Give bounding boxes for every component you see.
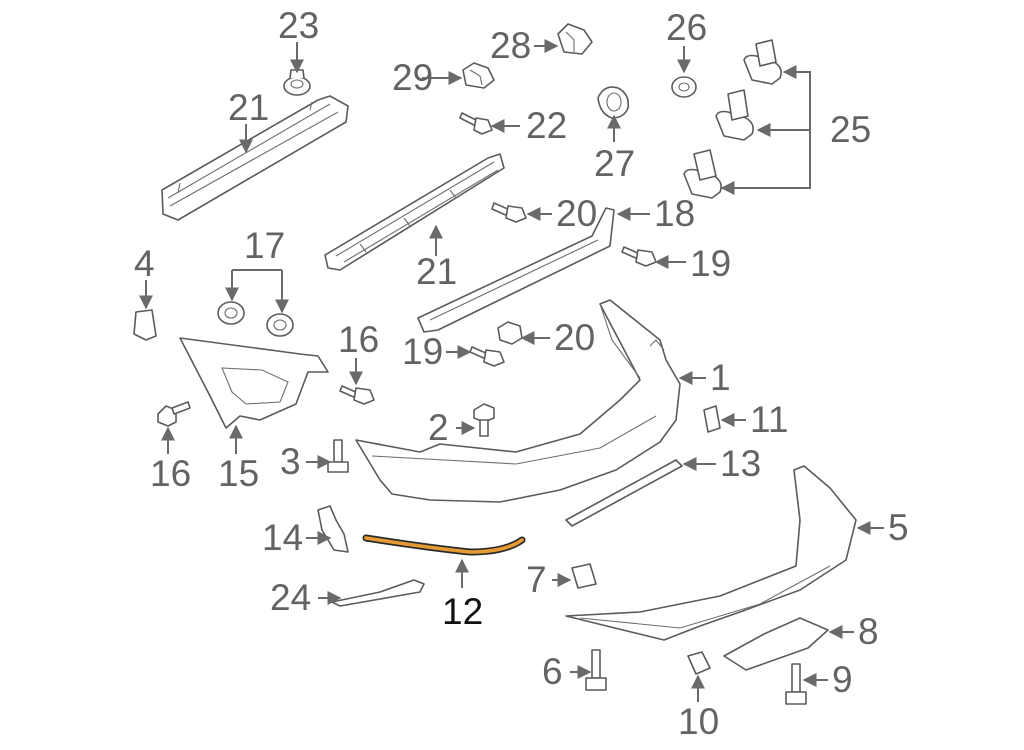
callout-9: 9 — [832, 659, 853, 700]
callout-15: 15 — [218, 453, 259, 494]
part-11-cap[interactable] — [703, 405, 721, 433]
callout-6: 6 — [542, 651, 563, 692]
part-4-clip[interactable] — [133, 309, 157, 341]
callout-16-right: 16 — [338, 319, 379, 360]
part-12-trim-strip-highlighted[interactable] — [362, 534, 526, 556]
part-1-bumper-cover[interactable] — [355, 299, 681, 503]
part-8-skid-plate[interactable] — [723, 617, 829, 671]
part-18-retainer[interactable] — [417, 207, 615, 333]
part-14-bracket[interactable] — [317, 505, 349, 553]
callout-12: 12 — [442, 591, 483, 632]
part-15-side-bracket[interactable] — [179, 337, 329, 429]
callout-28: 26 — [666, 7, 707, 48]
callout-17: 17 — [244, 225, 285, 266]
callout-25: 23 — [278, 5, 319, 46]
callout-14: 14 — [262, 517, 303, 558]
part-24-bolt[interactable] — [459, 112, 493, 135]
part-13-molding[interactable] — [565, 459, 683, 527]
callout-10: 10 — [678, 701, 719, 742]
part-6-bolt[interactable] — [585, 649, 607, 691]
part-10-clip[interactable] — [687, 651, 711, 675]
callout-labels: 23 21 29 28 22 26 27 25 21 20 18 19 20 1… — [134, 5, 909, 742]
part-19-bolt-lower[interactable] — [469, 346, 505, 367]
callout-7: 7 — [526, 559, 547, 600]
part-17-clip-left[interactable] — [217, 301, 245, 325]
part-5-lower-valance[interactable] — [565, 465, 857, 641]
part-27-sensor-middle[interactable] — [715, 89, 754, 141]
part-19-bolt-upper[interactable] — [621, 246, 657, 267]
callout-31: 29 — [392, 57, 433, 98]
part-16-bolt-right[interactable] — [339, 385, 375, 405]
part-25-clip[interactable] — [283, 69, 311, 96]
callout-4: 4 — [134, 243, 155, 284]
callout-20: 20 — [554, 317, 595, 358]
callout-3: 3 — [280, 441, 301, 482]
callout-13: 13 — [720, 443, 761, 484]
part-28-grommet[interactable] — [671, 76, 697, 98]
part-21-energy-absorber[interactable] — [324, 153, 505, 271]
part-7-clip[interactable] — [571, 563, 597, 589]
part-3-stud[interactable] — [327, 439, 349, 473]
part-22-bolt[interactable] — [491, 202, 527, 223]
callout-1: 1 — [710, 357, 731, 398]
callout-27: 25 — [830, 109, 871, 150]
callout-24: 22 — [526, 105, 567, 146]
part-2-bolt[interactable] — [473, 403, 495, 437]
callout-18: 18 — [654, 193, 695, 234]
callout-8: 8 — [858, 611, 879, 652]
part-16-bolt-left[interactable] — [157, 401, 191, 427]
part-31-clip[interactable] — [462, 62, 495, 89]
part-27-sensor-top[interactable] — [743, 39, 782, 85]
callout-16-left: 16 — [150, 453, 191, 494]
callout-29: 27 — [594, 143, 635, 184]
callout-19-upper: 19 — [690, 243, 731, 284]
part-17-clip-right[interactable] — [266, 313, 294, 337]
part-29-cap[interactable] — [597, 86, 630, 119]
callout-21: 21 — [416, 251, 457, 292]
callout-23: 21 — [228, 87, 269, 128]
callout-2: 2 — [428, 407, 449, 448]
part-30-clip[interactable] — [557, 23, 593, 55]
part-20-nut[interactable] — [497, 321, 523, 345]
callout-5: 5 — [888, 507, 909, 548]
part-26-reflector[interactable] — [331, 579, 425, 607]
callout-30: 28 — [490, 25, 531, 66]
callout-26: 24 — [270, 577, 311, 618]
callout-19-lower: 19 — [402, 331, 443, 372]
part-9-bolt[interactable] — [785, 663, 807, 705]
callout-22: 20 — [556, 193, 597, 234]
callout-11: 11 — [750, 399, 788, 440]
leader-lines — [139, 39, 884, 702]
part-27-sensor-bottom[interactable] — [683, 149, 722, 199]
